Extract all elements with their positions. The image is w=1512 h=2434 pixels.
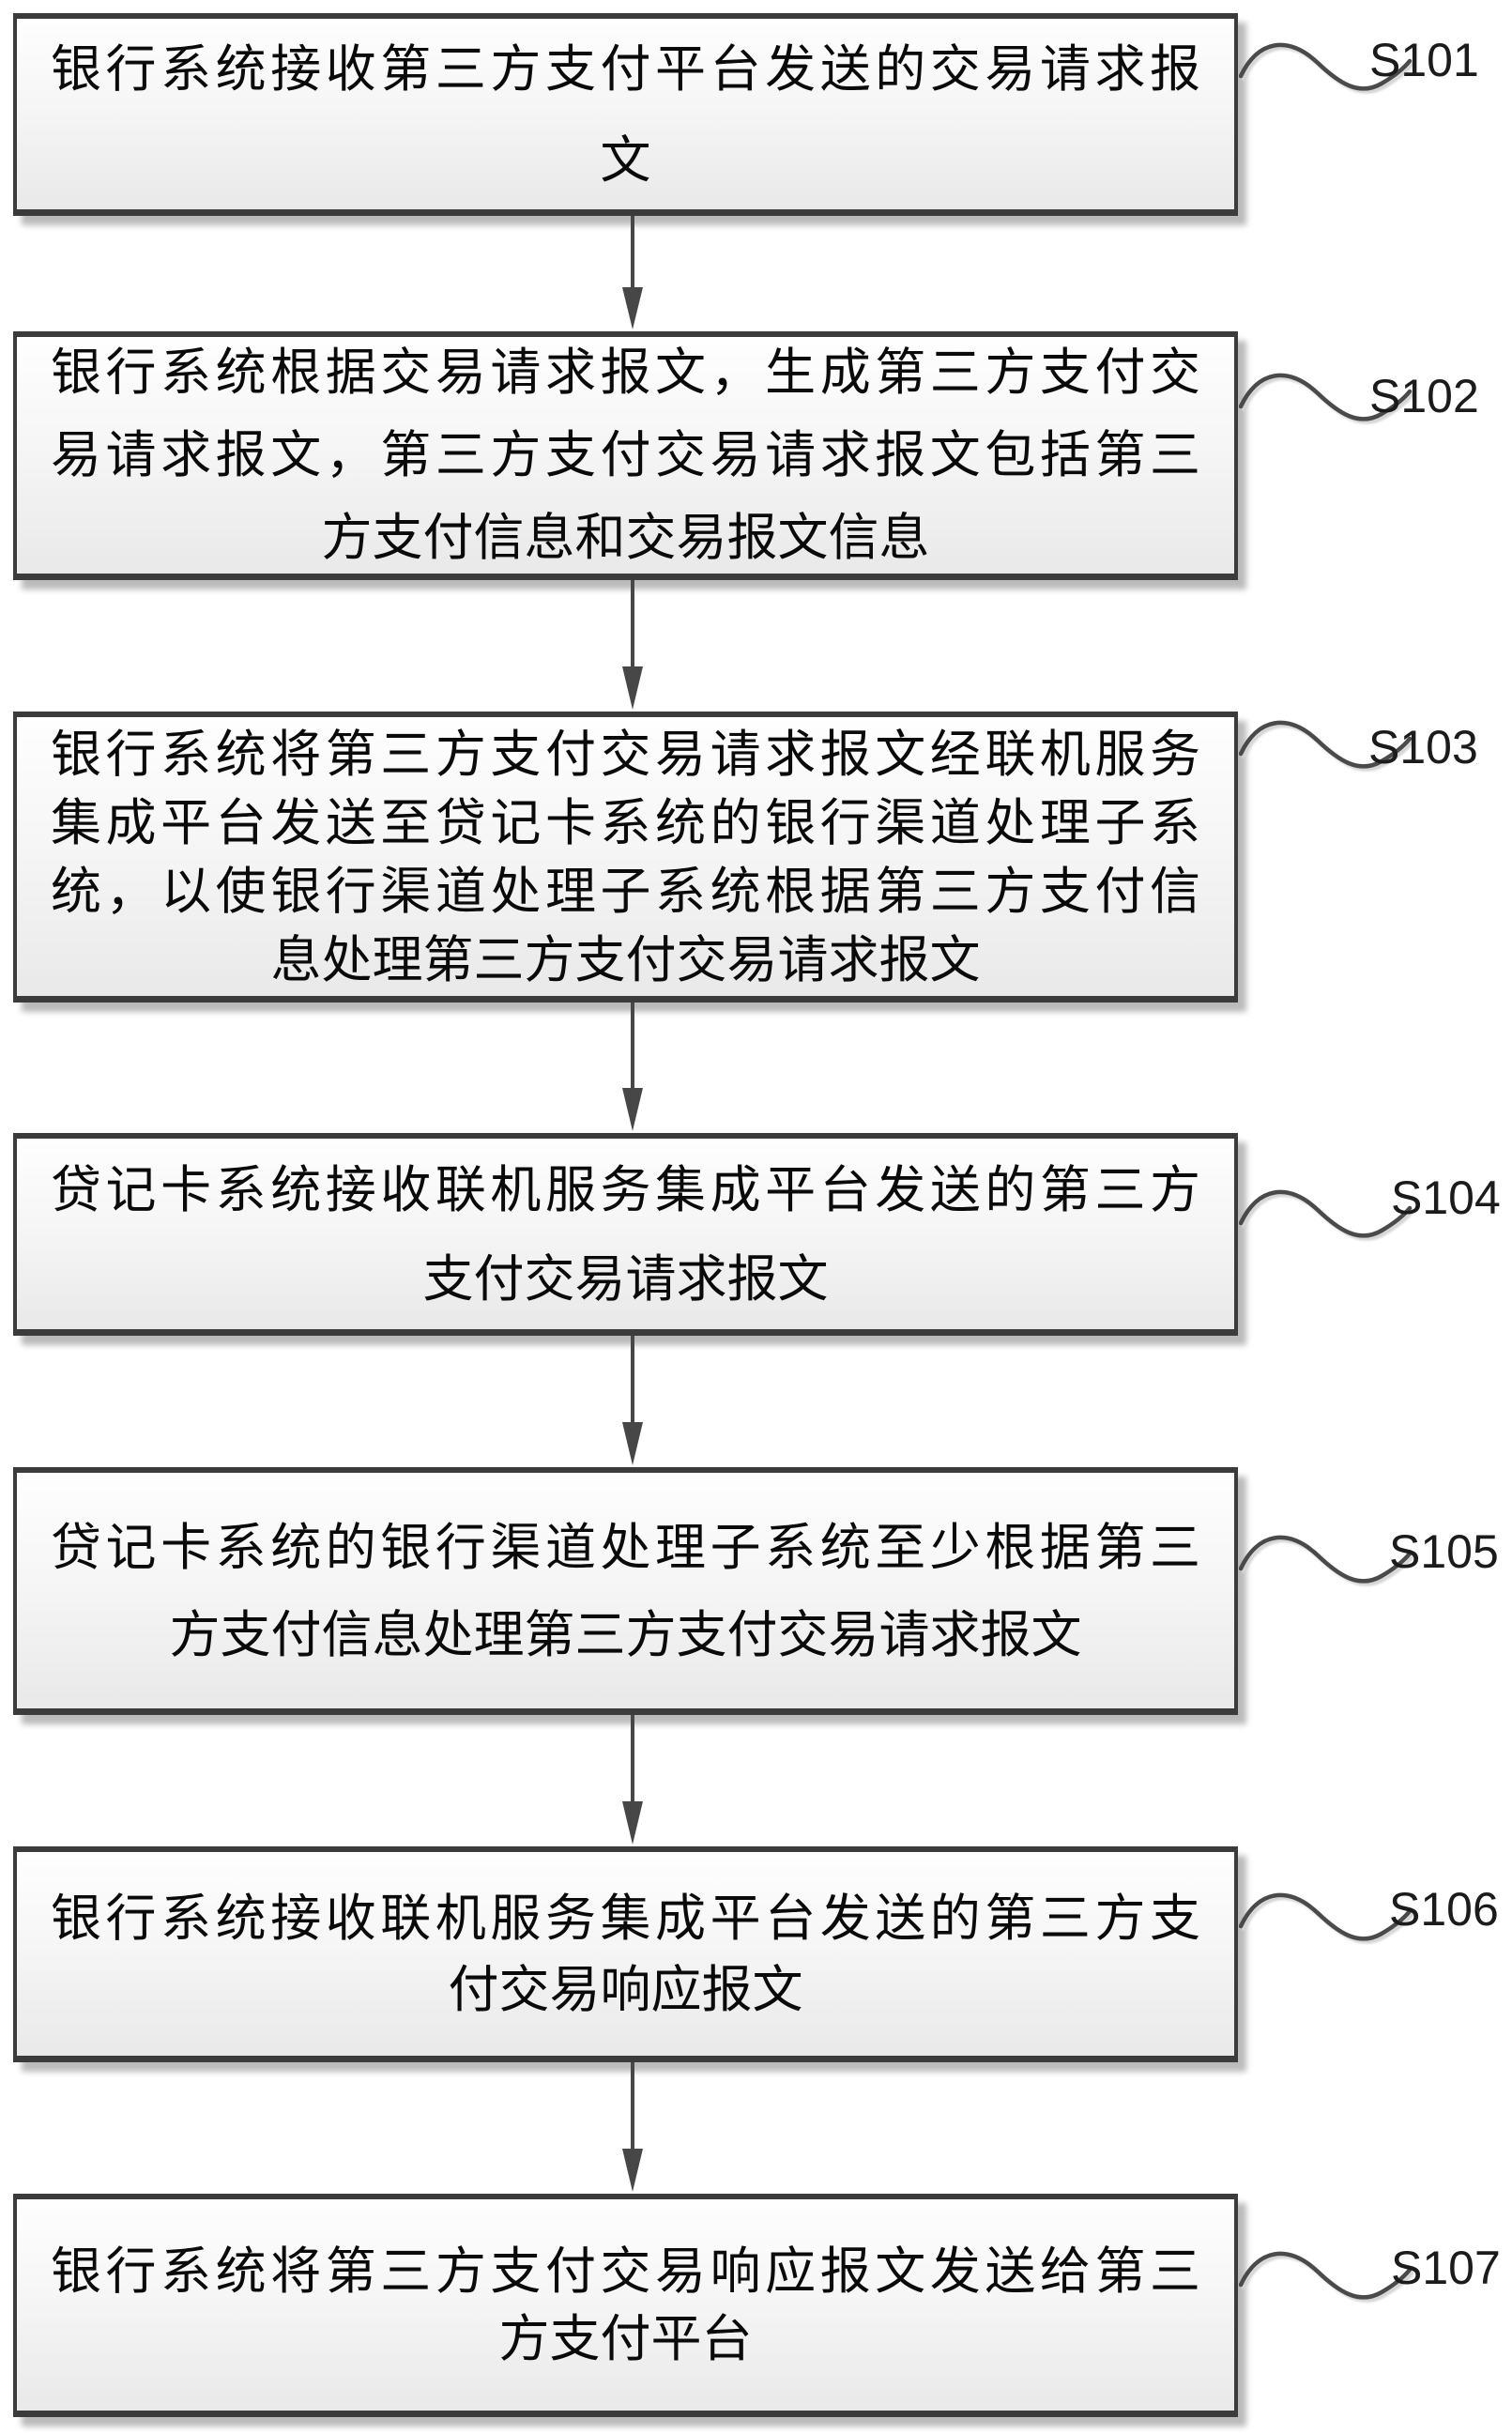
down-arrow-connector xyxy=(622,1715,643,1845)
step-text-line: 银行系统接收联机服务集成平台发送的第三方支 xyxy=(51,1888,1200,1948)
step-box-s106: 银行系统接收联机服务集成平台发送的第三方支 付交易响应报文 xyxy=(13,1846,1238,2062)
reference-curve xyxy=(1239,1189,1413,1238)
step-text-line: 集成平台发送至贷记卡系统的银行渠道处理子系 xyxy=(51,792,1200,852)
step-box-s107: 银行系统将第三方支付交易响应报文发送给第三 方支付平台 xyxy=(13,2194,1238,2417)
step-text-line: 息处理第三方支付交易请求报文 xyxy=(270,929,981,989)
reference-curve xyxy=(1239,1535,1413,1584)
step-text-line: 银行系统将第三方支付交易请求报文经联机服务 xyxy=(51,724,1200,784)
step-label-s105: S105 xyxy=(1389,1525,1499,1578)
step-box-s101: 银行系统接收第三方支付平台发送的交易请求报 文 xyxy=(13,13,1238,216)
reference-curve xyxy=(1239,1892,1413,1941)
step-text-line: 支付交易请求报文 xyxy=(422,1248,829,1309)
step-label-s102: S102 xyxy=(1369,370,1479,422)
step-text-line: 贷记卡系统接收联机服务集成平台发送的第三方 xyxy=(51,1159,1200,1219)
down-arrow-connector xyxy=(622,2062,643,2192)
reference-curve xyxy=(1239,720,1413,769)
step-label-s103: S103 xyxy=(1368,721,1478,773)
step-label-s107: S107 xyxy=(1391,2242,1501,2294)
step-box-s105: 贷记卡系统的银行渠道处理子系统至少根据第三 方支付信息处理第三方支付交易请求报文 xyxy=(13,1467,1238,1715)
step-text-line: 银行系统将第三方支付交易响应报文发送给第三 xyxy=(51,2241,1200,2301)
reference-curve xyxy=(1239,42,1413,91)
step-text-line: 银行系统接收第三方支付平台发送的交易请求报 xyxy=(51,38,1200,99)
step-text-line: 方支付信息处理第三方支付交易请求报文 xyxy=(169,1604,1082,1664)
step-box-s104: 贷记卡系统接收联机服务集成平台发送的第三方 支付交易请求报文 xyxy=(13,1133,1238,1336)
step-text-line: 贷记卡系统的银行渠道处理子系统至少根据第三 xyxy=(51,1517,1200,1577)
step-text-line: 银行系统根据交易请求报文，生成第三方支付交 xyxy=(51,343,1200,402)
down-arrow-connector xyxy=(622,580,643,710)
step-box-s102: 银行系统根据交易请求报文，生成第三方支付交 易请求报文，第三方支付交易请求报文包… xyxy=(13,331,1238,580)
reference-curve xyxy=(1239,373,1413,421)
down-arrow-connector xyxy=(622,1003,643,1131)
step-text-line: 付交易响应报文 xyxy=(448,1959,803,2019)
down-arrow-connector xyxy=(622,216,643,329)
step-text-line: 方支付信息和交易报文信息 xyxy=(321,508,930,567)
step-text-line: 统，以使银行渠道处理子系统根据第三方支付信 xyxy=(51,861,1200,921)
step-text-line: 文 xyxy=(600,130,651,190)
step-label-s106: S106 xyxy=(1389,1883,1499,1936)
step-text-line: 方支付平台 xyxy=(498,2308,753,2368)
step-box-s103: 银行系统将第三方支付交易请求报文经联机服务 集成平台发送至贷记卡系统的银行渠道处… xyxy=(13,712,1238,1003)
step-label-s101: S101 xyxy=(1369,34,1479,86)
step-label-s104: S104 xyxy=(1391,1171,1501,1224)
reference-curve xyxy=(1239,2251,1413,2300)
step-text-line: 易请求报文，第三方支付交易请求报文包括第三 xyxy=(51,425,1200,484)
down-arrow-connector xyxy=(622,1336,643,1465)
